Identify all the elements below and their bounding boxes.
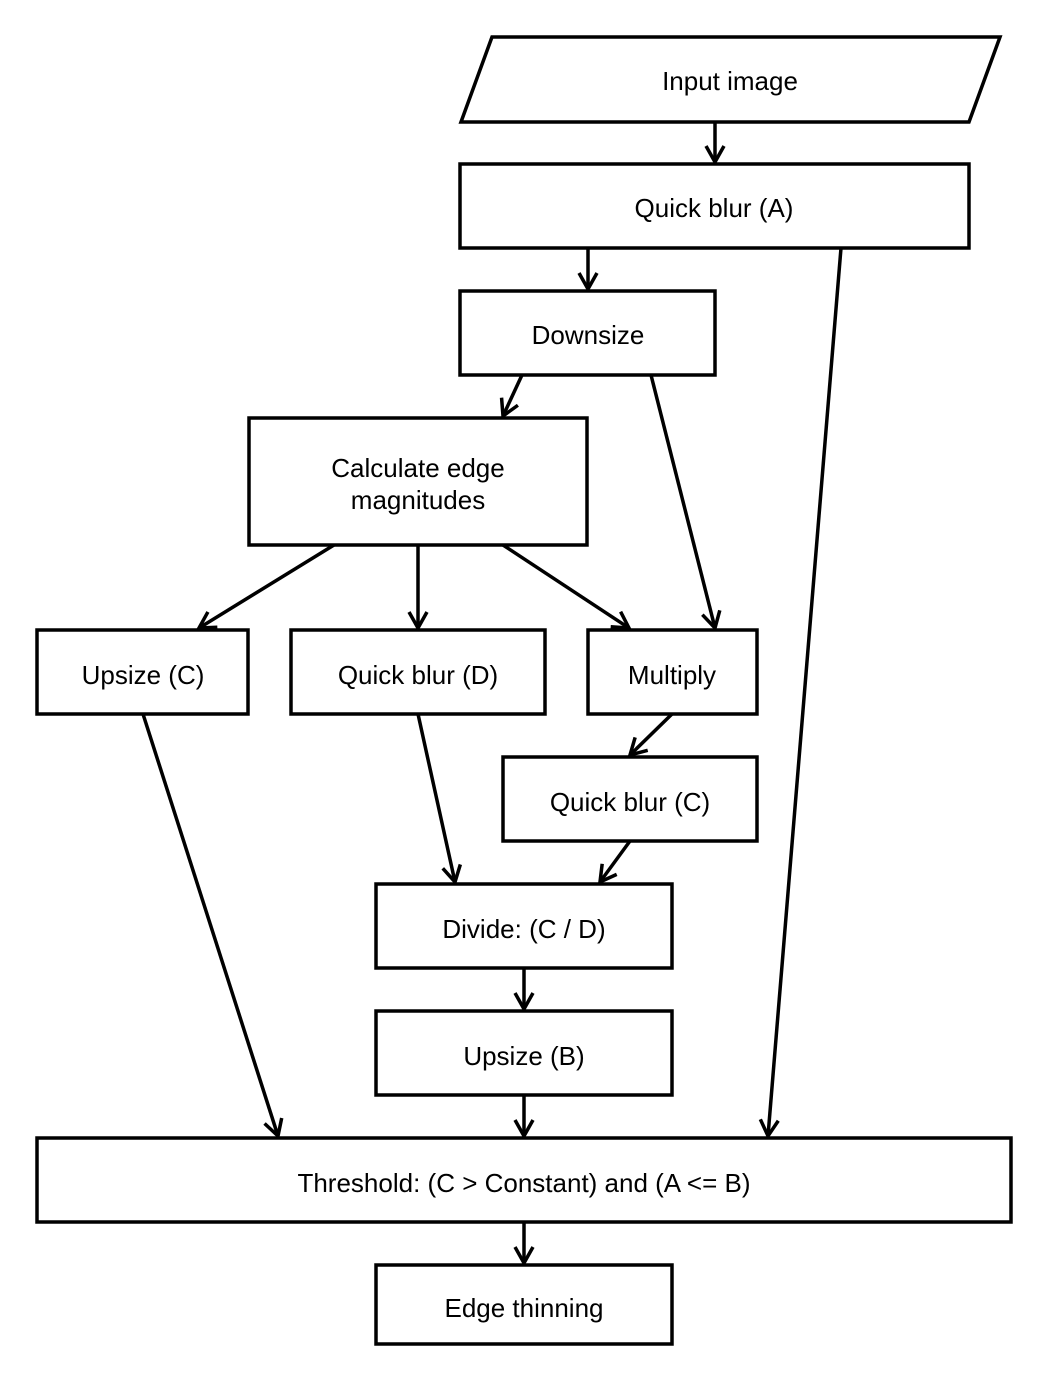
node-upsize-c: Upsize (C) bbox=[35, 628, 250, 716]
edge-quick-blur-d-to-divide bbox=[416, 713, 457, 881]
node-divide-label: Divide: (C / D) bbox=[442, 914, 605, 944]
arrowhead-icon bbox=[610, 610, 632, 630]
arrowhead-icon bbox=[577, 272, 599, 293]
node-calculate-edge-magnitudes-label-line-2: magnitudes bbox=[351, 485, 485, 515]
node-input-image: Input image bbox=[458, 35, 1003, 124]
edge-calculate-edge-magnitudes-to-multiply bbox=[502, 543, 629, 629]
arrowhead-icon bbox=[263, 1117, 284, 1140]
edge-downsize-to-calculate-edge-magnitudes bbox=[502, 374, 524, 415]
edge-quick-blur-c-to-divide bbox=[599, 839, 632, 882]
edge-downsize-to-multiply bbox=[649, 374, 717, 627]
node-threshold: Threshold: (C > Constant) and (A <= B) bbox=[35, 1136, 1013, 1224]
arrowhead-icon bbox=[513, 992, 535, 1013]
node-divide: Divide: (C / D) bbox=[374, 882, 674, 970]
node-quick-blur-a: Quick blur (A) bbox=[458, 162, 971, 250]
node-input-image-label: Input image bbox=[662, 66, 798, 96]
node-quick-blur-a-label: Quick blur (A) bbox=[635, 193, 794, 223]
arrowhead-icon bbox=[701, 609, 722, 632]
node-edge-thinning: Edge thinning bbox=[374, 1263, 674, 1346]
node-multiply-label: Multiply bbox=[628, 660, 716, 690]
arrowhead-icon bbox=[513, 1246, 535, 1267]
arrowhead-icon bbox=[627, 736, 649, 758]
arrowhead-icon bbox=[513, 1119, 535, 1140]
node-quick-blur-c: Quick blur (C) bbox=[501, 755, 759, 843]
node-threshold-label: Threshold: (C > Constant) and (A <= B) bbox=[297, 1168, 750, 1198]
node-quick-blur-c-label: Quick blur (C) bbox=[550, 787, 710, 817]
arrowhead-icon bbox=[407, 611, 429, 632]
node-edge-thinning-label: Edge thinning bbox=[444, 1293, 603, 1323]
node-upsize-b-label: Upsize (B) bbox=[463, 1041, 584, 1071]
arrowhead-icon bbox=[499, 397, 519, 420]
node-upsize-c-label: Upsize (C) bbox=[82, 660, 205, 690]
arrowhead-icon bbox=[758, 1118, 780, 1140]
node-downsize-label: Downsize bbox=[532, 320, 645, 350]
edges-group bbox=[141, 122, 843, 1267]
arrowhead-icon bbox=[597, 863, 618, 885]
arrowhead-icon bbox=[704, 145, 726, 166]
edge-upsize-c-to-threshold bbox=[141, 713, 280, 1135]
node-multiply: Multiply bbox=[586, 628, 759, 716]
node-calculate-edge-magnitudes-label-line-1: Calculate edge bbox=[331, 453, 504, 483]
node-calculate-edge-magnitudes: Calculate edge magnitudes bbox=[247, 416, 589, 547]
node-quick-blur-d-label: Quick blur (D) bbox=[338, 660, 498, 690]
edge-quick-blur-a-to-threshold bbox=[766, 247, 843, 1135]
arrowhead-icon bbox=[195, 611, 218, 630]
edge-multiply-to-quick-blur-c bbox=[630, 712, 674, 755]
edge-calculate-edge-magnitudes-to-upsize-c bbox=[199, 543, 335, 629]
node-downsize: Downsize bbox=[458, 289, 717, 377]
arrowhead-icon bbox=[441, 863, 463, 886]
node-upsize-b: Upsize (B) bbox=[374, 1009, 674, 1097]
node-quick-blur-d: Quick blur (D) bbox=[289, 628, 547, 716]
